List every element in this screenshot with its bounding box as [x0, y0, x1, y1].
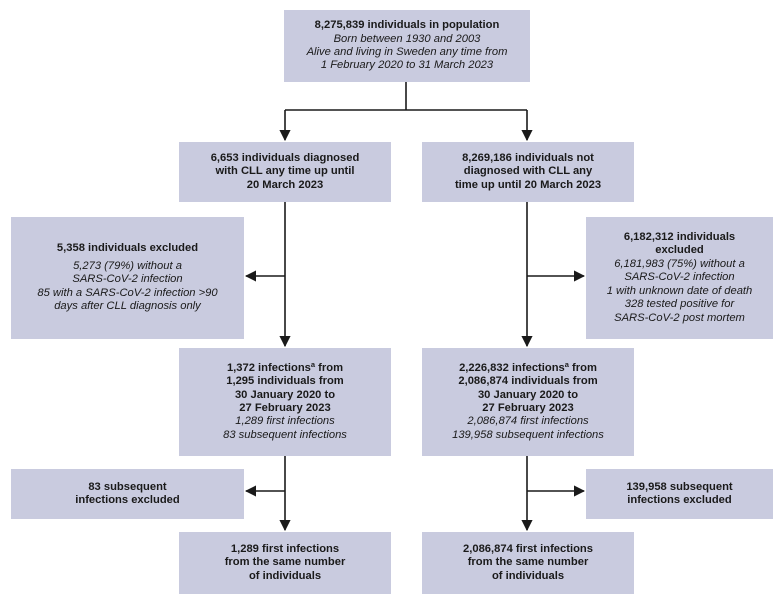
non-cll-diagnosed-box: 8,269,186 individuals not diagnosed with… [422, 142, 634, 202]
cll-excluded-box: 5,358 individuals excluded 5,273 (79%) w… [11, 217, 244, 339]
non-cll-final-line: of individuals [491, 569, 565, 582]
cll-excluded-title: 5,358 individuals excluded [56, 242, 199, 255]
cll-infections-detail: 83 subsequent infections [223, 428, 347, 441]
non-cll-diagnosed-line: 8,269,186 individuals not [462, 151, 594, 164]
cll-final-box: 1,289 first infections from the same num… [179, 532, 391, 594]
non-cll-infections-count: 2,226,832 infections [459, 361, 565, 374]
non-cll-subsequent-excluded-line: 139,958 subsequent [626, 480, 733, 493]
cll-final-line: from the same number [224, 556, 346, 569]
non-cll-final-line: from the same number [467, 556, 589, 569]
non-cll-infections-heading: 2,226,832 infectionsa from [459, 359, 597, 375]
cll-excluded-line: 5,273 (79%) without a [73, 259, 182, 272]
footnote-marker: a [564, 359, 569, 369]
non-cll-excluded-line: 1 with unknown date of death [606, 284, 753, 297]
non-cll-final-line: 2,086,874 first infections [463, 542, 593, 555]
non-cll-infections-line: 2,086,874 individuals from [458, 375, 598, 388]
non-cll-diagnosed-line: diagnosed with CLL any [463, 165, 593, 178]
non-cll-infections-line: 27 February 2023 [482, 402, 574, 414]
cll-subsequent-excluded-line: infections excluded [75, 494, 180, 506]
non-cll-excluded-box: 6,182,312 individuals excluded 6,181,983… [586, 217, 773, 339]
non-cll-infections-box: 2,226,832 infectionsa from 2,086,874 ind… [422, 348, 634, 456]
cll-excluded-line: days after CLL diagnosis only [54, 300, 201, 313]
population-line: 1 February 2020 to 31 March 2023 [320, 59, 494, 72]
cll-diagnosed-line: 6,653 individuals diagnosed [210, 151, 360, 164]
population-box: 8,275,839 individuals in population Born… [284, 10, 530, 82]
non-cll-subsequent-excluded-box: 139,958 subsequent infections excluded [586, 469, 773, 519]
non-cll-final-box: 2,086,874 first infections from the same… [422, 532, 634, 594]
cll-excluded-line: 85 with a SARS-CoV-2 infection >90 [37, 286, 218, 299]
population-line: Born between 1930 and 2003 [333, 32, 481, 45]
non-cll-infections-detail: 139,958 subsequent infections [452, 428, 604, 441]
cll-infections-line: 30 January 2020 to [234, 388, 336, 401]
cll-infections-box: 1,372 infectionsa from 1,295 individuals… [179, 348, 391, 456]
non-cll-infections-line: 30 January 2020 to [477, 388, 579, 401]
non-cll-excluded-line: 328 tested positive for [624, 298, 735, 311]
non-cll-diagnosed-line: time up until 20 March 2023 [454, 178, 602, 191]
non-cll-excluded-line: SARS-CoV-2 infection [624, 271, 735, 284]
cll-diagnosed-line: 20 March 2023 [246, 178, 324, 191]
non-cll-infections-from: from [568, 361, 597, 374]
cll-subsequent-excluded-box: 83 subsequent infections excluded [11, 469, 244, 519]
cll-diagnosed-line: with CLL any time up until [215, 165, 355, 178]
non-cll-subsequent-excluded-line: infections excluded [627, 494, 732, 506]
cll-infections-line: 27 February 2023 [239, 402, 331, 414]
non-cll-excluded-title: 6,182,312 individuals [623, 231, 736, 244]
population-line: Alive and living in Sweden any time from [306, 46, 508, 58]
cll-infections-detail: 1,289 first infections [235, 415, 335, 428]
cll-excluded-line: SARS-CoV-2 infection [72, 273, 183, 286]
non-cll-excluded-line: 6,181,983 (75%) without a [614, 257, 745, 270]
cll-final-line: of individuals [248, 569, 322, 582]
non-cll-excluded-title: excluded [655, 244, 704, 257]
cll-infections-line: 1,295 individuals from [226, 375, 344, 388]
cll-infections-count: 1,372 infections [226, 361, 311, 374]
non-cll-infections-detail: 2,086,874 first infections [467, 415, 589, 428]
cll-infections-from: from [315, 361, 344, 374]
non-cll-excluded-line: SARS-CoV-2 post mortem [614, 311, 745, 324]
cll-subsequent-excluded-line: 83 subsequent [88, 480, 167, 493]
footnote-marker: a [310, 359, 316, 369]
cll-infections-heading: 1,372 infectionsa from [226, 359, 344, 375]
cll-diagnosed-box: 6,653 individuals diagnosed with CLL any… [179, 142, 391, 202]
cll-final-line: 1,289 first infections [230, 542, 340, 555]
population-title: 8,275,839 individuals in population [314, 19, 500, 32]
